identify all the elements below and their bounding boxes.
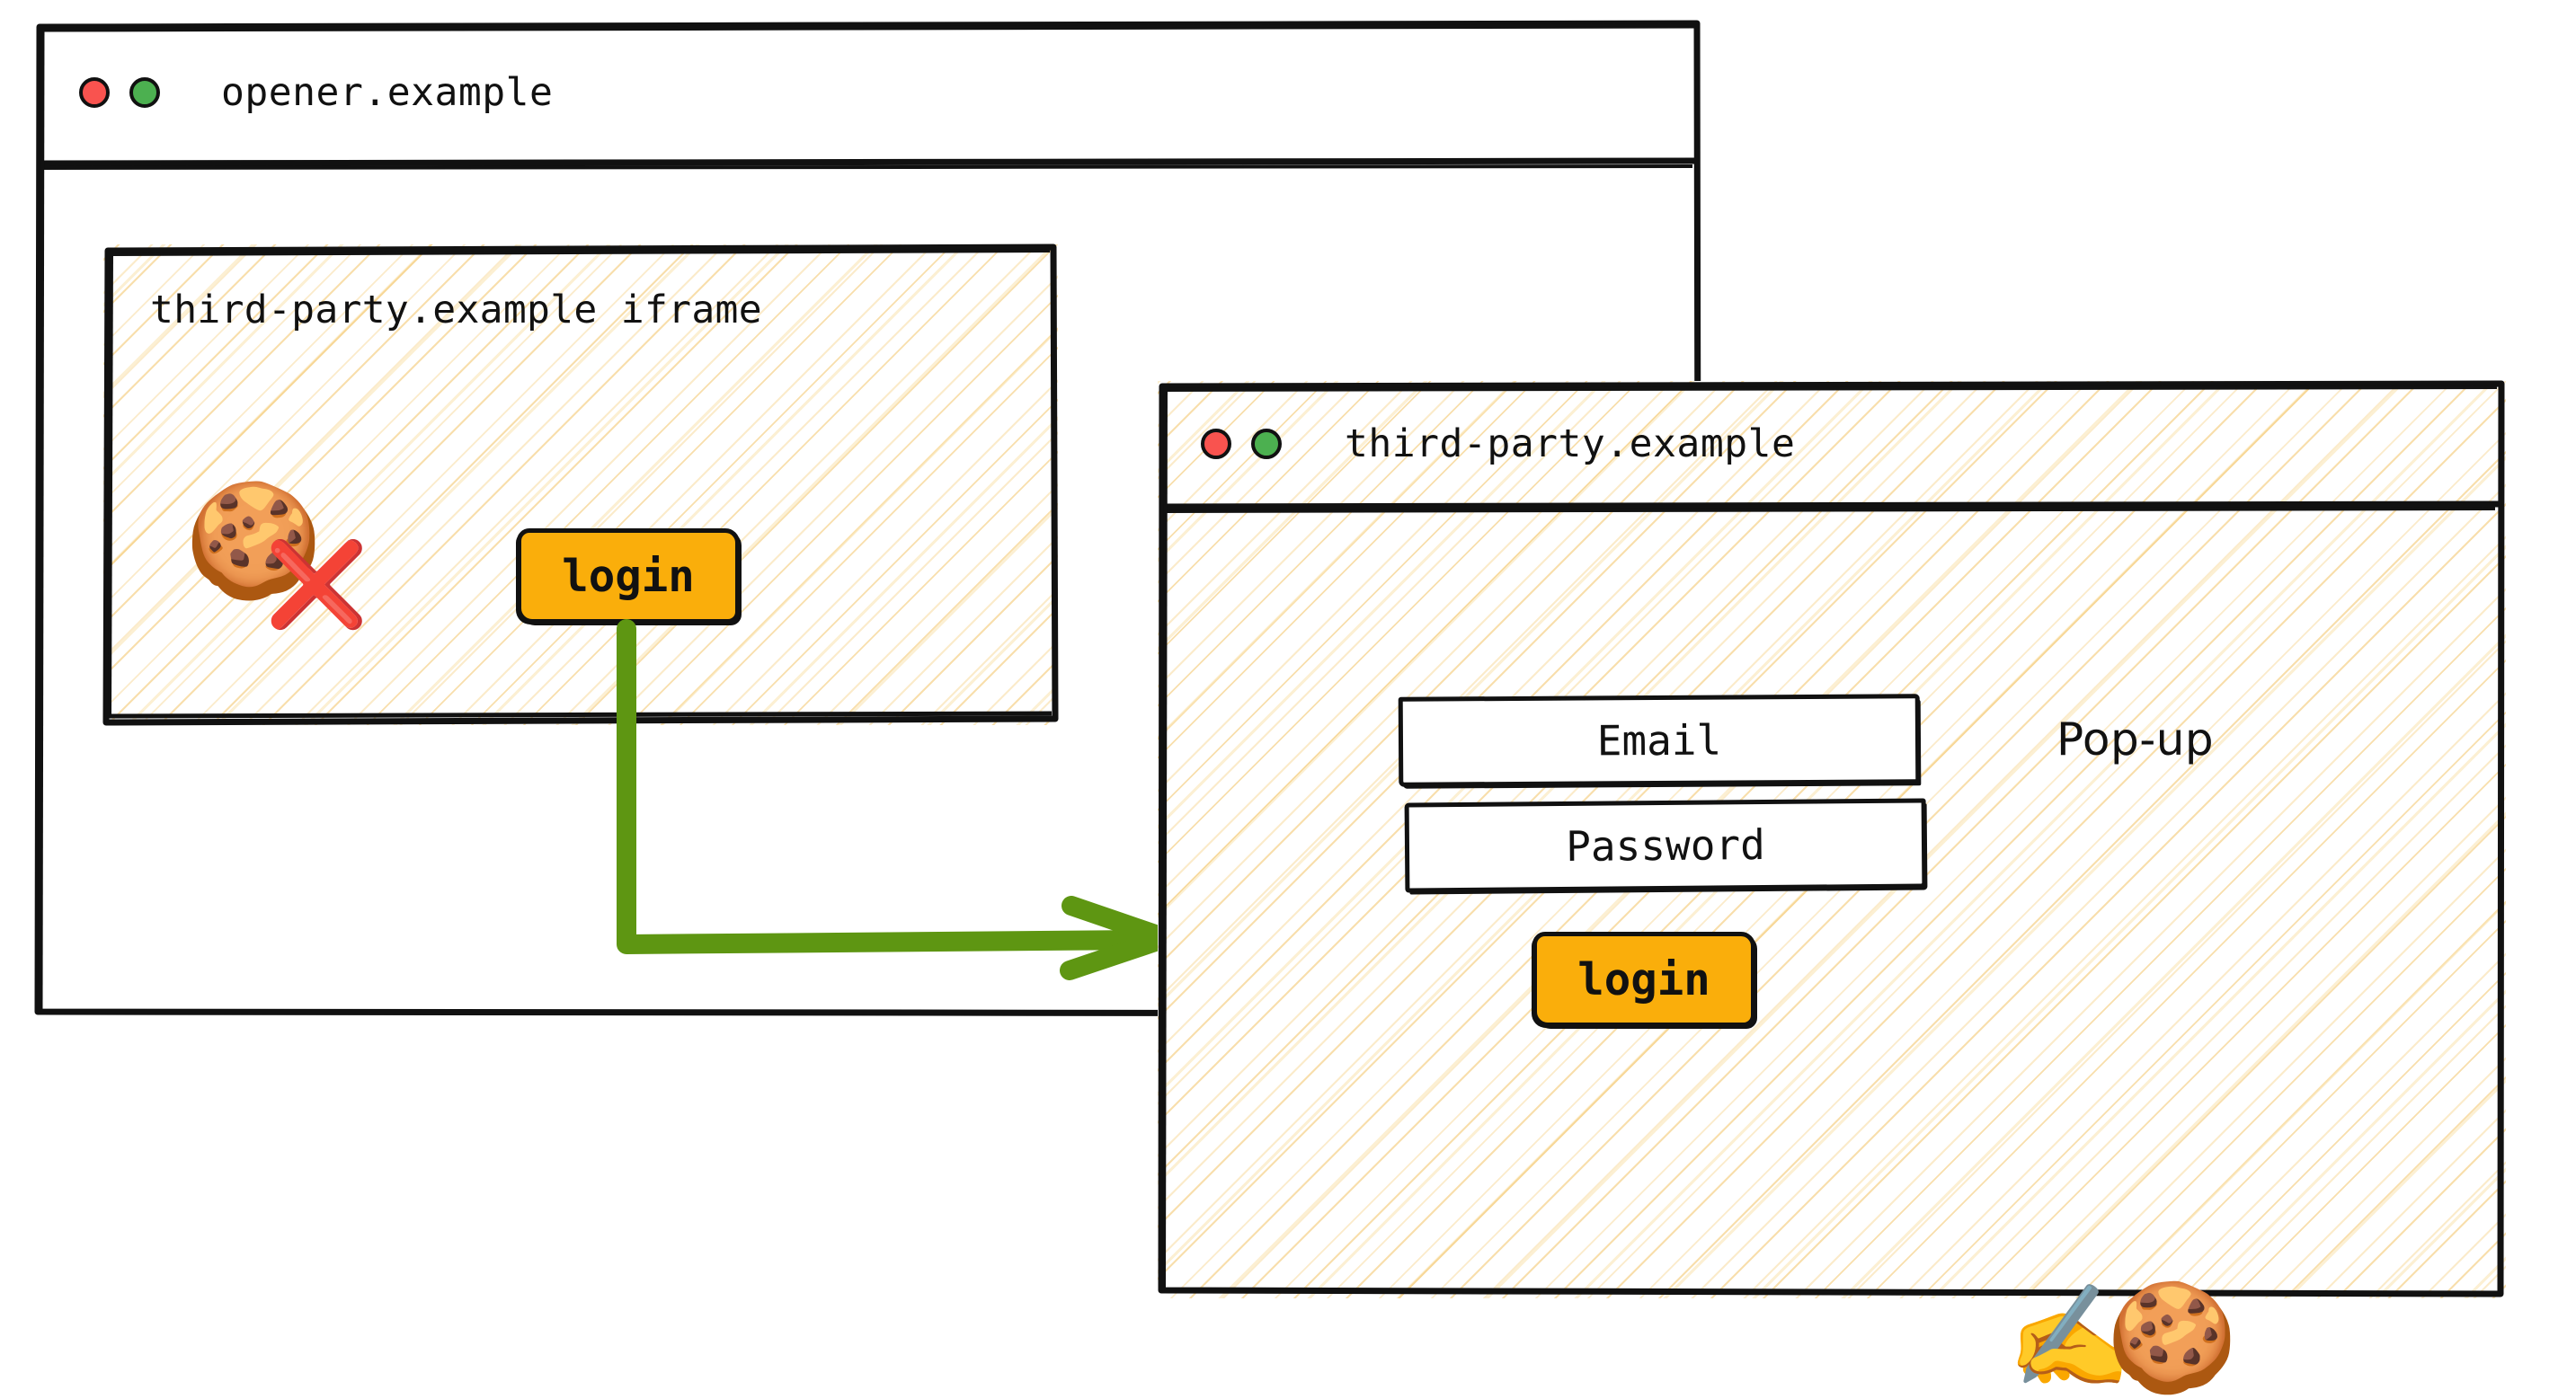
close-dot-red[interactable]	[79, 77, 110, 108]
password-field-value: Password	[1565, 820, 1766, 871]
opener-traffic-lights	[79, 77, 160, 108]
cross-mark-icon: ❌	[265, 536, 369, 633]
iframe-origin-label: third-party.example iframe	[150, 288, 762, 332]
email-field-value: Email	[1596, 715, 1722, 766]
third-party-popup-window: third-party.example Email Password login…	[1158, 380, 2506, 1390]
popup-login-button[interactable]: login	[1532, 932, 1755, 1027]
iframe-login-button-label: login	[562, 550, 695, 602]
popup-titlebar: third-party.example	[1158, 381, 2506, 507]
cookie-icon: 🍪	[2106, 1275, 2238, 1399]
close-dot-red[interactable]	[1201, 429, 1231, 459]
opener-window-title: opener.example	[221, 70, 554, 115]
email-field[interactable]: Email	[1398, 694, 1921, 787]
popup-annotation-label: Pop-up	[2056, 713, 2215, 766]
iframe-login-button[interactable]: login	[517, 528, 740, 624]
maximize-dot-green[interactable]	[1251, 429, 1282, 459]
opener-titlebar: opener.example	[36, 22, 1701, 164]
password-field[interactable]: Password	[1404, 798, 1927, 893]
popup-window-title: third-party.example	[1345, 421, 1796, 466]
popup-login-button-label: login	[1577, 953, 1710, 1005]
popup-traffic-lights	[1201, 429, 1282, 459]
maximize-dot-green[interactable]	[129, 77, 160, 108]
